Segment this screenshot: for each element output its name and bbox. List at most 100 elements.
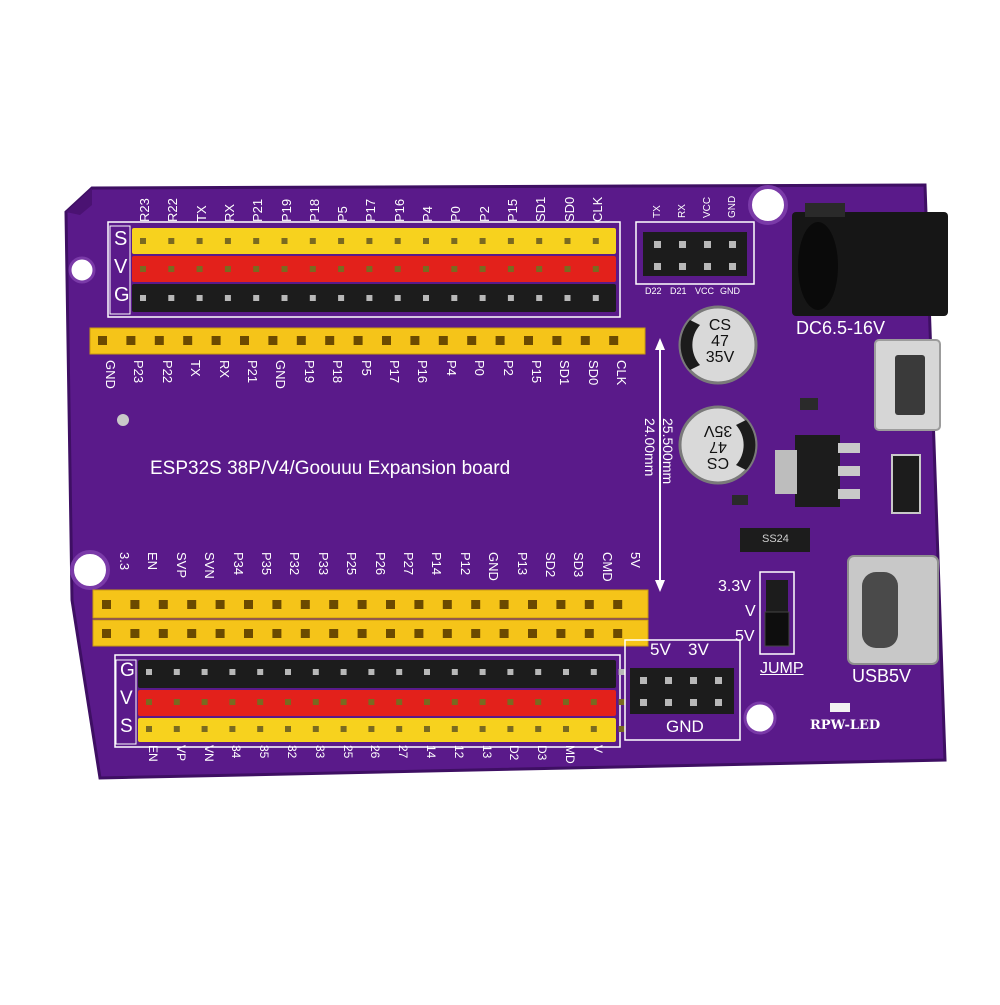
header-pin: [146, 669, 152, 675]
bottom-socket-label: CMD: [599, 552, 615, 582]
capacitor-2-marking: CS 47 35V: [698, 422, 738, 471]
smd-resistor-2: [732, 495, 748, 505]
socket-hole: [215, 629, 225, 638]
uart-pin: [704, 263, 711, 270]
header-pin: [563, 669, 569, 675]
header-pin: [479, 238, 486, 244]
bottom-socket-label: P27: [401, 552, 416, 576]
header-pin: [451, 726, 458, 732]
socket-hole: [495, 336, 505, 345]
bottom-socket-label: SVP: [173, 552, 189, 579]
header-pin: [394, 266, 401, 272]
header-pin: [535, 726, 542, 732]
header-pin: [366, 266, 373, 272]
usb-label: USB5V: [852, 666, 912, 686]
capacitor-2-stripe: [736, 420, 756, 470]
header-pin: [507, 266, 514, 272]
header-pin: [563, 699, 569, 705]
bottom-socket-label: P32: [287, 552, 303, 576]
dimension-arrow-bottom: [655, 580, 665, 592]
header-pin: [312, 669, 319, 675]
top-header-pins: [140, 238, 599, 301]
header-pin: [592, 266, 599, 272]
uart-pin: [679, 241, 686, 248]
top-pin-label: SD1: [533, 196, 549, 222]
header-pin: [168, 295, 175, 301]
top-pin-label: P18: [306, 198, 322, 222]
socket-hole: [329, 629, 339, 638]
bottom-pin-label: D3: [535, 745, 550, 761]
header-pin: [146, 726, 152, 732]
header-pin: [253, 238, 260, 244]
header-pin: [592, 238, 599, 244]
header-pin: [140, 238, 146, 244]
header-pin: [368, 669, 375, 675]
socket-hole: [158, 600, 168, 609]
header-pin: [281, 266, 288, 272]
bottom-header-yellow-row: [138, 718, 616, 742]
socket-hole: [382, 336, 391, 345]
socket-hole: [126, 336, 136, 345]
socket-hole: [187, 600, 197, 609]
header-pin: [618, 699, 625, 705]
top-pin-label: P5: [335, 206, 351, 222]
header-pin: [394, 238, 401, 244]
bottom-socket-label: SD2: [543, 552, 558, 578]
top-socket-label: P21: [245, 360, 260, 384]
bottom-pin-label: 25: [340, 745, 355, 759]
power-header-pins: [640, 677, 722, 706]
socket-hole: [300, 629, 310, 638]
top-pin-label: P0: [448, 206, 464, 222]
socket-hole: [353, 336, 363, 345]
socket-hole: [414, 629, 424, 638]
diode-marking: SS24: [762, 533, 789, 545]
power-pin: [715, 677, 722, 684]
mounting-hole-bottom-left: [70, 550, 110, 590]
socket-hole: [211, 336, 221, 345]
header-pin: [340, 726, 347, 732]
power-pin: [715, 699, 722, 706]
mounting-hole-bottom-right: [743, 701, 777, 735]
dimension-label-2: 24.00mm: [642, 418, 658, 477]
header-pin: [424, 699, 430, 705]
header-pin: [536, 238, 543, 244]
top-pin-label: R22: [165, 198, 181, 222]
top-socket-label: TX: [188, 360, 204, 377]
header-pin: [257, 669, 264, 675]
via-dot: [117, 414, 129, 426]
header-pin: [424, 726, 430, 732]
jump-label: JUMP: [760, 660, 804, 677]
top-socket-label: P5: [358, 360, 374, 376]
header-pin: [338, 295, 345, 301]
header-pin: [366, 295, 373, 301]
header-pin: [168, 266, 175, 272]
header-pin: [424, 669, 430, 675]
bottom-socket-label: P35: [259, 552, 274, 576]
header-pin: [229, 699, 236, 705]
header-pin: [285, 669, 291, 675]
top-pin-label: P17: [363, 198, 379, 222]
socket-hole: [183, 336, 193, 345]
header-pin: [536, 266, 543, 272]
uart-top-label: RX: [677, 204, 688, 218]
header-pin: [309, 295, 316, 301]
socket-hole: [556, 629, 566, 638]
header-pin: [618, 726, 625, 732]
header-pin: [340, 669, 347, 675]
power-pin: [690, 699, 697, 706]
top-header-red-row: [132, 256, 616, 282]
header-pin: [536, 295, 543, 301]
socket-hole: [272, 629, 282, 638]
top-pin-label: RX: [221, 203, 237, 222]
top-header-yellow-row: [132, 228, 616, 254]
uart-bottom-label: VCC: [695, 286, 715, 296]
bottom-socket-label: SVN: [202, 552, 218, 579]
header-pin: [479, 726, 486, 732]
socket-hole: [613, 629, 623, 638]
capacitor-1-line-2: 47: [711, 333, 729, 350]
uart-pin: [654, 241, 661, 248]
header-pin: [368, 726, 375, 732]
power-header-5v: 5V: [650, 640, 671, 659]
bottom-pin-label: 14: [424, 745, 438, 759]
